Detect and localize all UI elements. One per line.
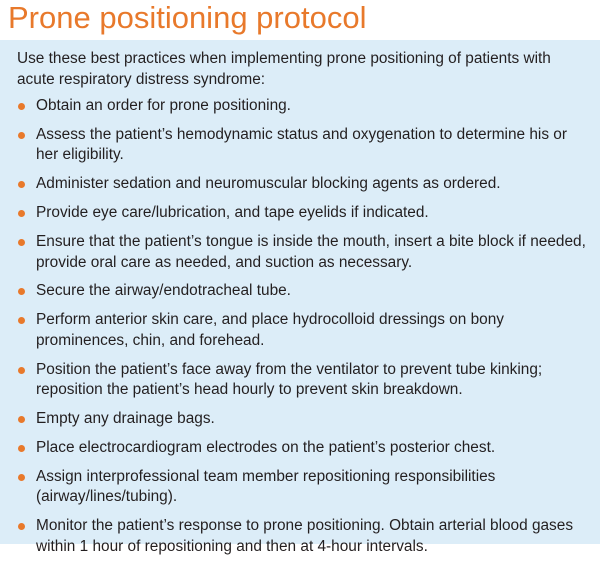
intro-text: Use these best practices when implementi… — [17, 50, 551, 88]
bullet-item: Provide eye care/lubrication, and tape e… — [17, 203, 589, 224]
bullet-text: Assess the patient’s hemodynamic status … — [36, 125, 567, 164]
bullet-dot-icon — [18, 473, 25, 481]
protocol-title: Prone positioning protocol — [8, 0, 367, 35]
bullet-text: Position the patient’s face away from th… — [36, 360, 543, 399]
bullet-list: Obtain an order for prone positioning. A… — [17, 96, 589, 566]
bullet-dot-icon — [18, 181, 25, 189]
title-bar: Prone positioning protocol — [0, 0, 600, 40]
bullet-text: Empty any drainage bags. — [36, 410, 215, 428]
bullet-text: Place electrocardiogram electrodes on th… — [36, 439, 496, 457]
bullet-text: Provide eye care/lubrication, and tape e… — [36, 204, 429, 222]
bullet-dot-icon — [18, 239, 25, 247]
bullet-text: Monitor the patient’s response to prone … — [36, 517, 574, 555]
bullet-dot-icon — [18, 366, 25, 374]
bullet-item: Place electrocardiogram electrodes on th… — [17, 438, 589, 459]
bullet-item: Perform anterior skin care, and place hy… — [17, 310, 589, 351]
bullet-text: Secure the airway/endotracheal tube. — [36, 282, 291, 300]
bullet-item: Position the patient’s face away from th… — [17, 360, 589, 401]
bullet-text: Assign interprofessional team member rep… — [36, 467, 496, 506]
bullet-item: Assess the patient’s hemodynamic status … — [17, 125, 589, 166]
bullet-dot-icon — [18, 210, 25, 218]
bullet-dot-icon — [18, 131, 25, 139]
bullet-item: Empty any drainage bags. — [17, 409, 589, 430]
bullet-dot-icon — [18, 317, 25, 325]
bullet-item: Ensure that the patient’s tongue is insi… — [17, 232, 589, 273]
bullet-dot-icon — [18, 103, 25, 110]
bullet-dot-icon — [18, 523, 25, 531]
bullet-dot-icon — [18, 288, 25, 296]
bullet-item: Secure the airway/endotracheal tube. — [17, 281, 589, 302]
bullet-dot-icon — [18, 416, 25, 424]
bullet-text: Ensure that the patient’s tongue is insi… — [36, 233, 586, 271]
bullet-item: Monitor the patient’s response to prone … — [17, 516, 589, 557]
bullet-text: Perform anterior skin care, and place hy… — [36, 311, 504, 349]
bullet-item: Administer sedation and neuromuscular bl… — [17, 174, 589, 195]
bullet-text: Administer sedation and neuromuscular bl… — [36, 175, 501, 193]
protocol-panel: Use these best practices when implementi… — [0, 40, 600, 555]
bullet-item: Assign interprofessional team member rep… — [17, 467, 589, 508]
bullet-dot-icon — [18, 445, 25, 453]
bullet-item: Obtain an order for prone positioning. — [17, 96, 589, 117]
bullet-text: Obtain an order for prone positioning. — [36, 97, 291, 114]
